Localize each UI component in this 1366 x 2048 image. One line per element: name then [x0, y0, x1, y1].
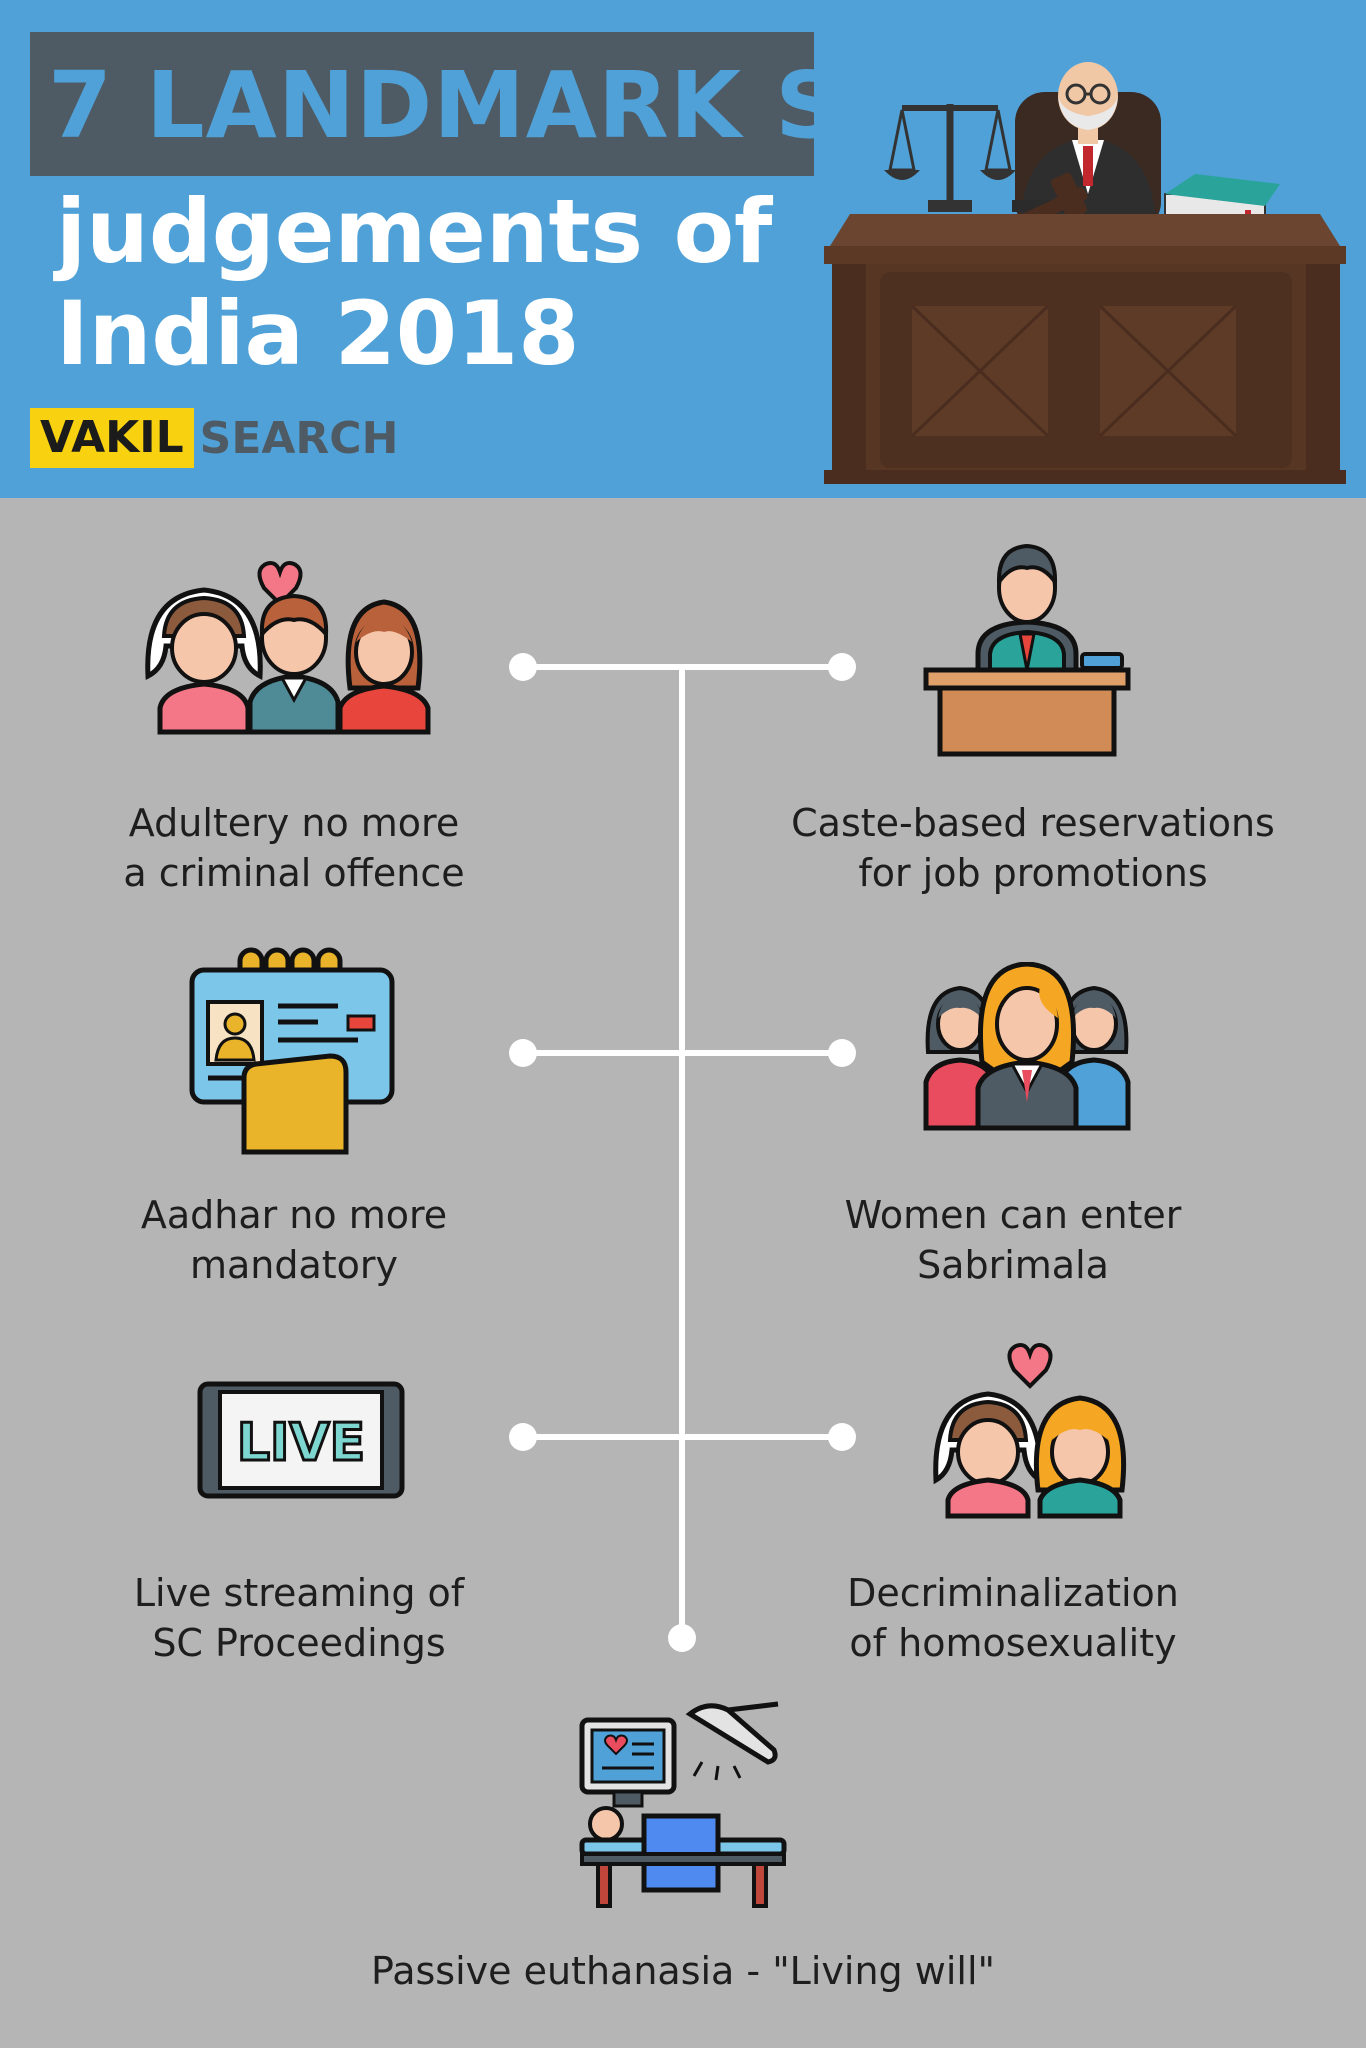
officer-at-desk-icon [923, 543, 1131, 757]
logo-search: SEARCH [199, 412, 399, 464]
timeline-dot [828, 1039, 856, 1067]
hospital-bed-icon [579, 1701, 787, 1908]
title-line-3: India 2018 [56, 282, 580, 385]
timeline-dot [509, 1423, 537, 1451]
live-text: LIVE [237, 1413, 365, 1473]
header-banner: 7 LANDMARK SC judgements of India 2018 V… [0, 0, 1366, 498]
couple-and-woman-icon [145, 561, 431, 735]
timeline-dot [668, 1624, 696, 1652]
timeline-dot [509, 653, 537, 681]
judgement-label: Passive euthanasia - "Living will" [371, 1949, 995, 1993]
timeline-dot [509, 1039, 537, 1067]
logo-vakil: VAKIL [30, 408, 194, 468]
timeline-spine [679, 668, 685, 1638]
connector-1 [522, 664, 844, 670]
id-card-icon [189, 947, 395, 1155]
title-box [30, 32, 814, 176]
connector-3 [522, 1434, 844, 1440]
title-line-1: 7 LANDMARK SC [48, 52, 911, 159]
women-group-icon [923, 962, 1131, 1131]
judgement-item-euthanasia: Passive euthanasia - "Living will" [300, 1688, 1066, 2048]
connector-2 [522, 1050, 844, 1056]
vakilsearch-logo: VAKIL SEARCH [30, 408, 398, 468]
title-line-2: judgements of [56, 180, 773, 283]
two-brides-icon [933, 1343, 1127, 1519]
live-screen-icon: LIVE [197, 1381, 405, 1499]
judge-at-desk-icon [824, 62, 1346, 484]
timeline-dot [828, 653, 856, 681]
timeline-dot [828, 1423, 856, 1451]
